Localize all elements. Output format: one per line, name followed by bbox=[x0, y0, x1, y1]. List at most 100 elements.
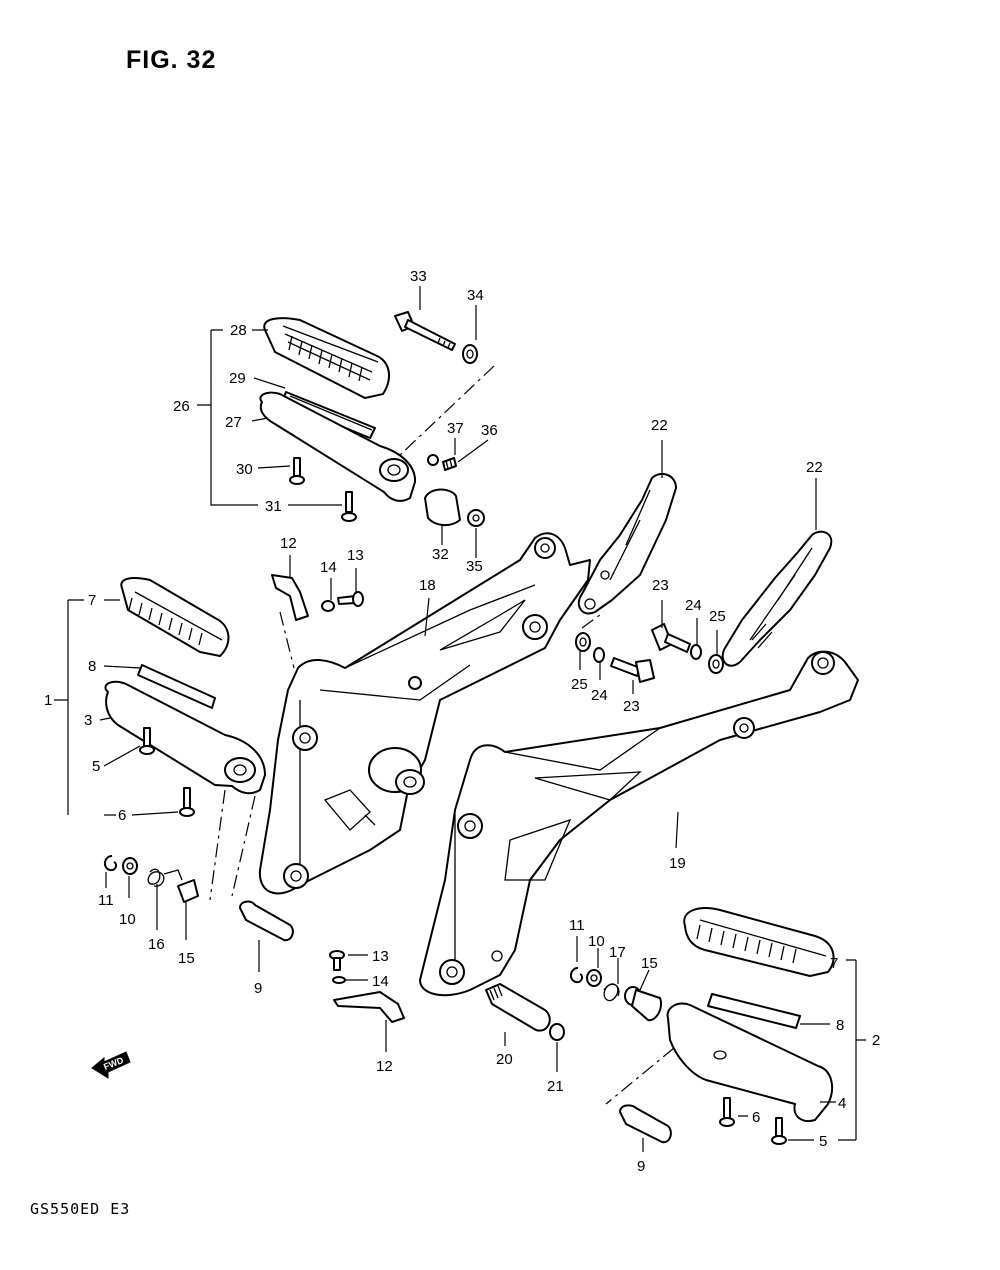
figure-title: FIG. 32 bbox=[126, 46, 217, 74]
callout-14-upper: 14 bbox=[320, 559, 337, 576]
callout-15-left: 15 bbox=[178, 950, 195, 967]
callout-1: 1 bbox=[44, 692, 52, 709]
callout-15-right: 15 bbox=[641, 955, 658, 972]
callout-20: 20 bbox=[496, 1051, 513, 1068]
plate-8-right bbox=[707, 993, 801, 1029]
nut-35 bbox=[467, 509, 485, 527]
callout-4: 4 bbox=[838, 1095, 846, 1112]
callout-23-left: 23 bbox=[623, 698, 640, 715]
callout-2: 2 bbox=[872, 1032, 880, 1049]
washer-25-left bbox=[575, 632, 591, 652]
rubber-footrest-28 bbox=[263, 317, 390, 399]
washer-25-right bbox=[708, 654, 724, 674]
e-clip-11-left bbox=[104, 855, 118, 872]
callout-18: 18 bbox=[419, 577, 436, 594]
footrest-bracket-19 bbox=[419, 650, 859, 997]
bracket-12-lower bbox=[333, 991, 405, 1023]
callout-19: 19 bbox=[669, 855, 686, 872]
dash-dot-lines bbox=[209, 365, 675, 1105]
callout-5-left: 5 bbox=[92, 758, 100, 775]
callout-13-upper: 13 bbox=[347, 547, 364, 564]
callout-7-left: 7 bbox=[88, 592, 96, 609]
fwd-arrow-icon: FWD bbox=[91, 1051, 131, 1079]
callout-22-upper: 22 bbox=[651, 417, 668, 434]
callout-8-left: 8 bbox=[88, 658, 96, 675]
callout-11-right: 11 bbox=[569, 917, 585, 934]
footrest-4-right bbox=[666, 1002, 834, 1122]
bolt-23-right bbox=[651, 623, 691, 653]
footrest-bracket-27 bbox=[259, 391, 417, 502]
screw-5-right bbox=[771, 1117, 787, 1145]
screw-6-left bbox=[179, 787, 195, 817]
callout-7-right: 7 bbox=[830, 955, 838, 972]
rubber-footrest-7-left bbox=[120, 577, 230, 657]
bracket-22-lower bbox=[721, 530, 833, 667]
callout-14-lower: 14 bbox=[372, 973, 389, 990]
bracket-22-upper bbox=[577, 472, 677, 615]
rubber-footrest-7-right bbox=[683, 907, 835, 977]
washer-10-left bbox=[122, 857, 138, 875]
callout-25-right: 25 bbox=[709, 608, 726, 625]
ball-37 bbox=[427, 454, 439, 466]
callout-22-lower: 22 bbox=[806, 459, 823, 476]
callout-8-right: 8 bbox=[836, 1017, 844, 1034]
callout-26: 26 bbox=[173, 398, 190, 415]
spring-36 bbox=[442, 457, 457, 471]
callout-34: 34 bbox=[467, 287, 484, 304]
footrest-bracket-18 bbox=[258, 532, 591, 895]
spring-16-left bbox=[147, 868, 183, 887]
callout-27: 27 bbox=[225, 414, 242, 431]
cap-21 bbox=[549, 1023, 565, 1041]
screw-30 bbox=[289, 457, 305, 485]
callout-12-lower: 12 bbox=[376, 1058, 393, 1075]
callout-33: 33 bbox=[410, 268, 427, 285]
washer-34 bbox=[462, 344, 478, 364]
callout-24-right: 24 bbox=[685, 597, 702, 614]
screw-13-upper bbox=[337, 591, 364, 607]
callout-17: 17 bbox=[609, 944, 626, 961]
callout-6-right: 6 bbox=[752, 1109, 760, 1126]
callout-labels: 33 34 28 29 26 27 37 36 22 30 22 31 12 3… bbox=[44, 268, 880, 1175]
callout-36: 36 bbox=[481, 422, 498, 439]
screw-31 bbox=[341, 491, 357, 522]
washer-14-lower bbox=[332, 976, 346, 984]
callout-12-upper: 12 bbox=[280, 535, 297, 552]
washer-14-upper bbox=[321, 600, 335, 612]
cap-32 bbox=[424, 488, 461, 526]
callout-9-right: 9 bbox=[637, 1158, 645, 1175]
callout-10-left: 10 bbox=[119, 911, 136, 928]
callout-16: 16 bbox=[148, 936, 165, 953]
callout-11-left: 11 bbox=[98, 892, 114, 909]
screw-5-left bbox=[139, 727, 155, 755]
callout-30: 30 bbox=[236, 461, 253, 478]
callout-6-left: 6 bbox=[118, 807, 126, 824]
callout-37: 37 bbox=[447, 420, 464, 437]
model-code-footer: GS550ED E3 bbox=[30, 1200, 131, 1218]
pin-9-left bbox=[239, 900, 294, 942]
plate-8-left bbox=[137, 664, 216, 709]
e-clip-11-right bbox=[570, 967, 584, 984]
callout-25-left: 25 bbox=[571, 676, 588, 693]
washer-10-right bbox=[586, 969, 602, 987]
callout-35: 35 bbox=[466, 558, 483, 575]
footrest-3-left bbox=[104, 680, 266, 795]
callout-9-left: 9 bbox=[254, 980, 262, 997]
callout-3: 3 bbox=[84, 712, 92, 729]
callout-21: 21 bbox=[547, 1078, 564, 1095]
washer-24-left bbox=[593, 647, 605, 663]
pin-9-right bbox=[619, 1104, 672, 1144]
callout-31: 31 bbox=[265, 498, 282, 515]
callout-5-right: 5 bbox=[819, 1133, 827, 1150]
callout-13-lower: 13 bbox=[372, 948, 389, 965]
callout-29: 29 bbox=[229, 370, 246, 387]
screw-13-lower bbox=[329, 950, 345, 971]
screw-6-right bbox=[719, 1097, 735, 1127]
bolt-20 bbox=[485, 983, 551, 1032]
bolt-23-left bbox=[610, 657, 655, 683]
callout-32: 32 bbox=[432, 546, 449, 563]
leader-lines bbox=[54, 286, 866, 1152]
spring-17-right bbox=[603, 983, 620, 1002]
callout-10-right: 10 bbox=[588, 933, 605, 950]
bracket-12-upper bbox=[271, 574, 309, 621]
